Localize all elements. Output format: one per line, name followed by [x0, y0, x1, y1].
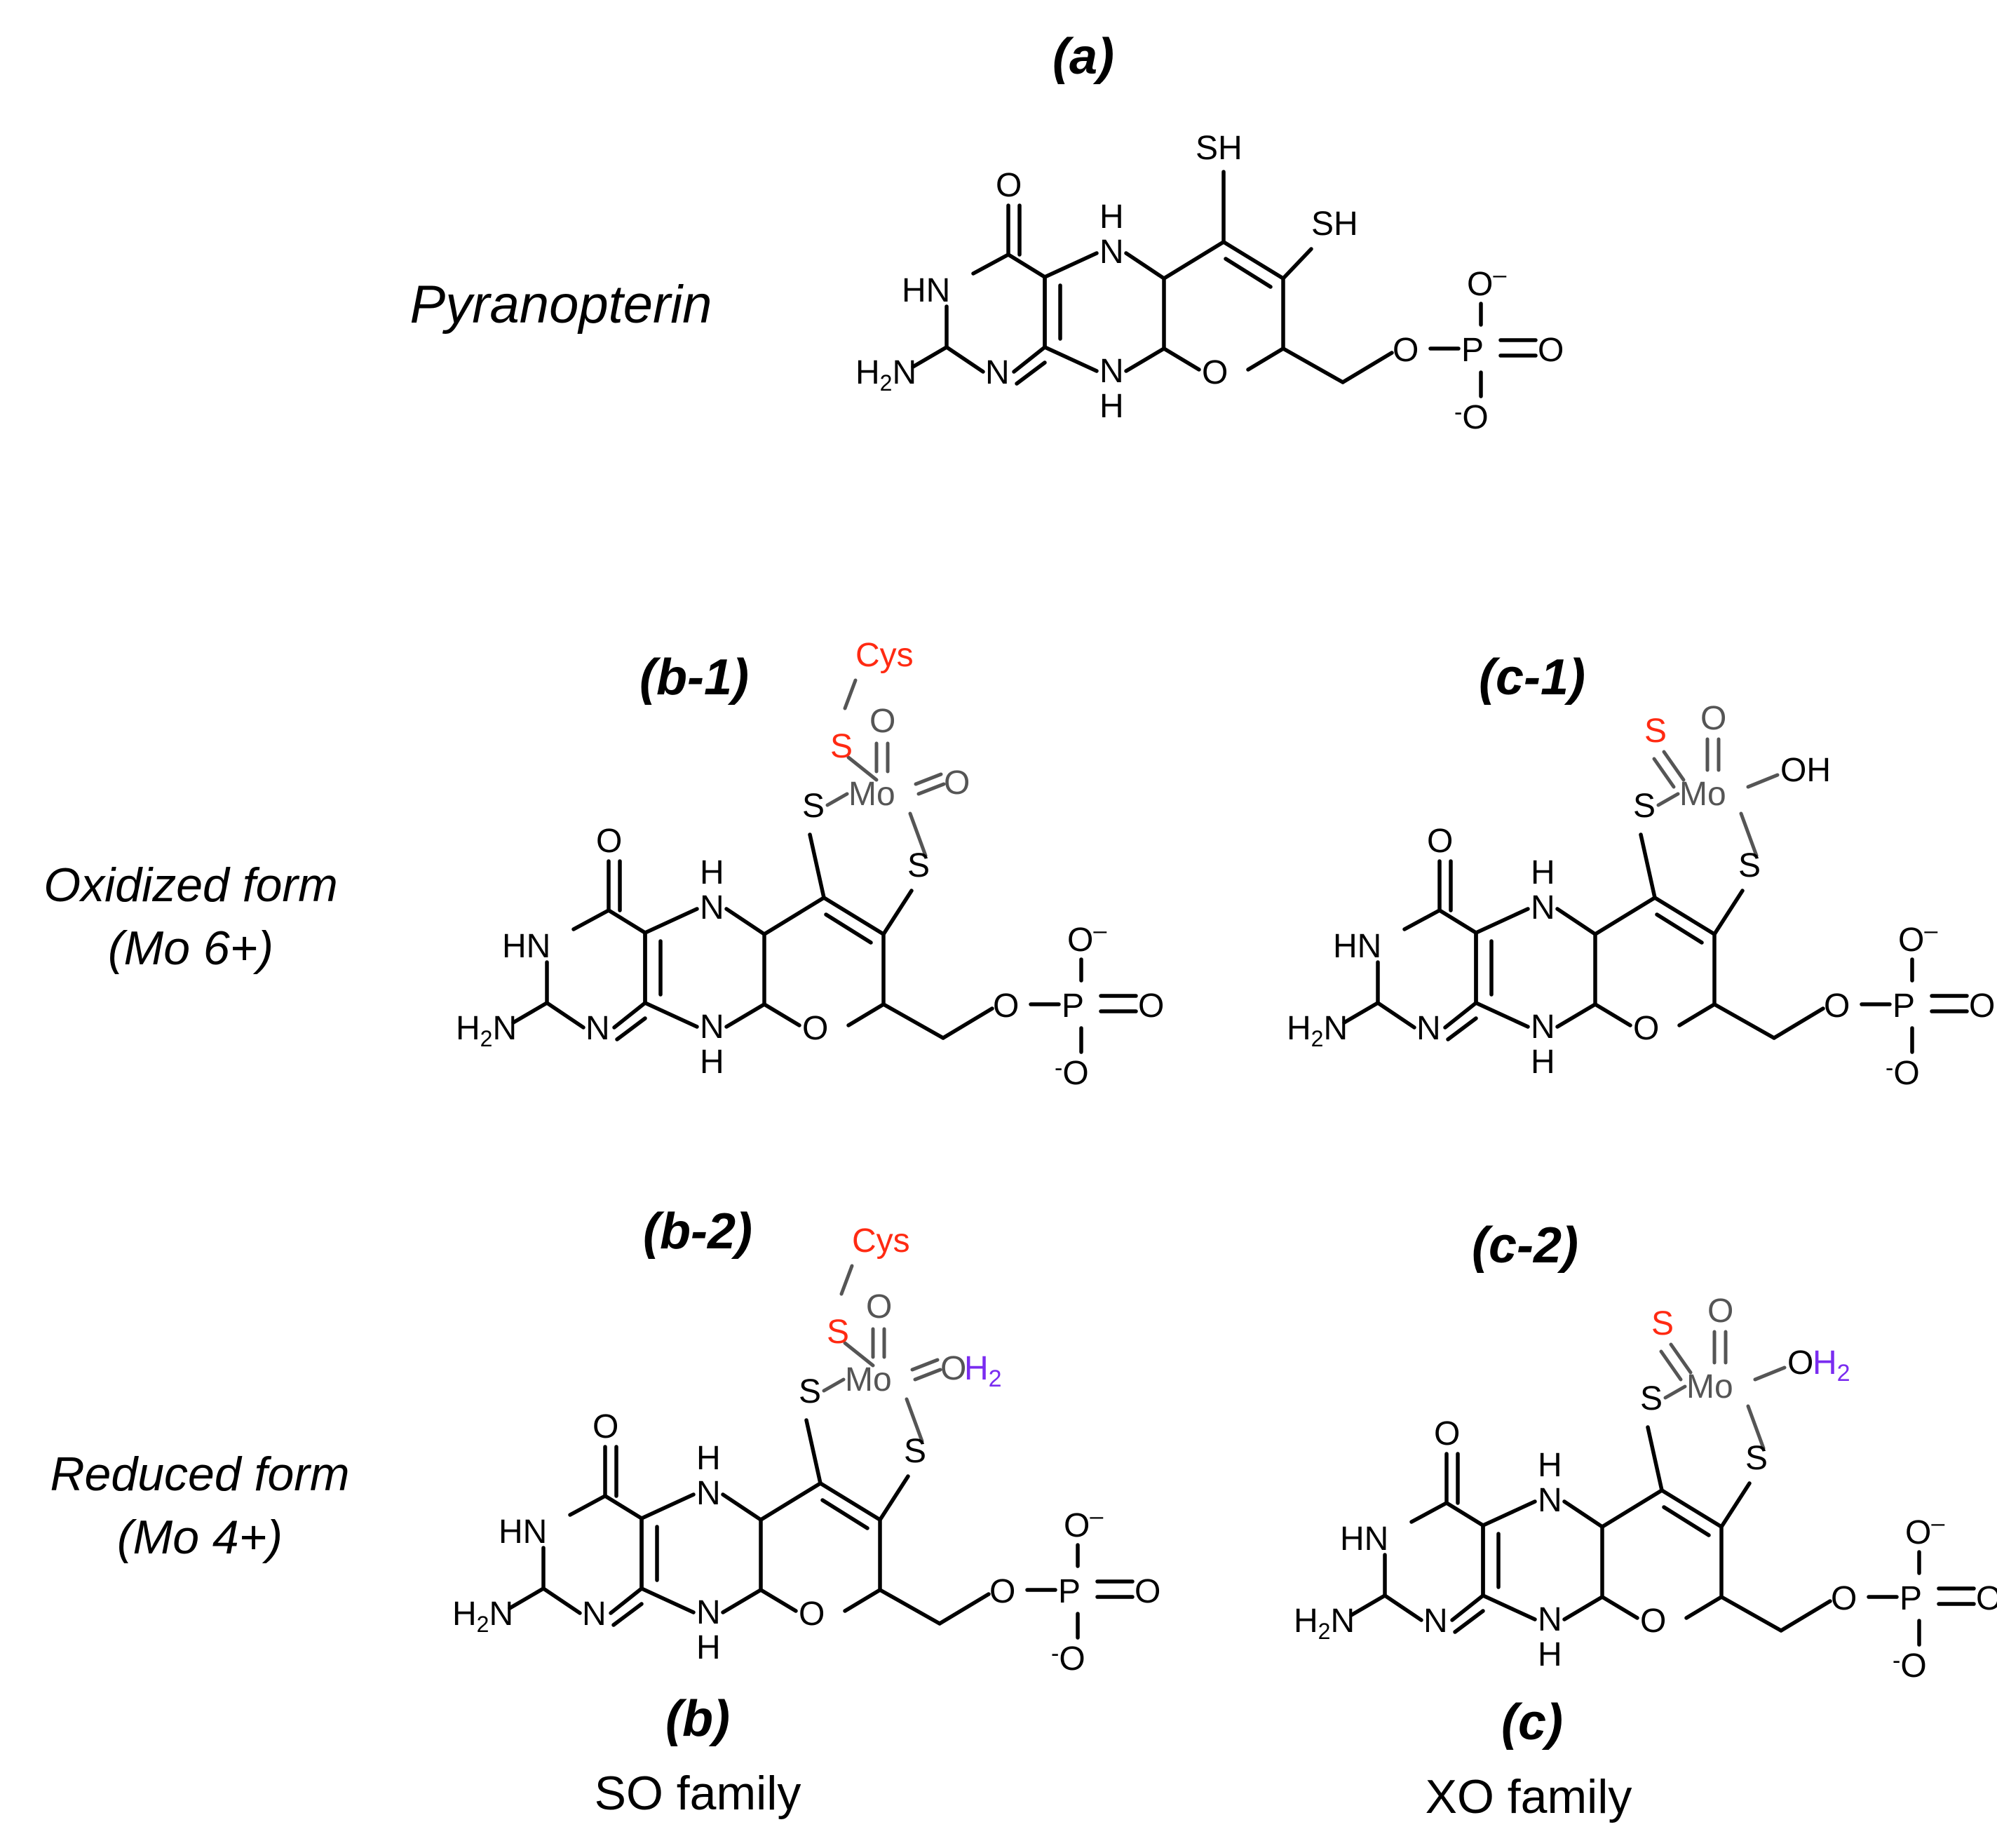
compound-name: Pyranopterin: [410, 275, 712, 335]
so-reduced-structure: S Cys O O H2: [452, 1222, 1160, 1678]
xo-reduced-structure: S O O H2: [1294, 1293, 1997, 1685]
cysteine-sulfur: S: [827, 1314, 849, 1351]
so-family-label: SO family: [595, 1767, 801, 1820]
aqua-ligand-h2: H2: [964, 1350, 1002, 1392]
cysteine-label: Cys: [852, 1222, 910, 1260]
aqua-ligand-oxygen: O: [940, 1350, 966, 1387]
xo-family-label: XO family: [1426, 1770, 1632, 1823]
sulfido-ligand: S: [1651, 1305, 1674, 1342]
oxo-ligand-top: O: [869, 703, 895, 740]
oxo-ligand-right: O: [944, 764, 970, 802]
panel-label-c1: (c-1): [1479, 649, 1585, 706]
oxidized-charge-label: (Mo 6+): [108, 922, 273, 975]
xo-oxidized-structure: S O OH: [1287, 700, 1995, 1092]
sulfido-ligand: S: [1644, 713, 1667, 750]
aqua-ligand-oxygen: O: [1787, 1344, 1813, 1382]
cysteine-label: Cys: [855, 637, 914, 674]
panel-label-a: (a): [1052, 29, 1114, 85]
reduced-form-label: Reduced form: [50, 1448, 349, 1501]
panel-label-b2: (b-2): [643, 1203, 752, 1260]
aqua-ligand-h2: H2: [1813, 1344, 1850, 1387]
so-oxidized-structure: S Cys O O: [456, 637, 1164, 1092]
thiol-1: SH: [1196, 130, 1243, 167]
panel-label-b: (b): [665, 1691, 730, 1747]
panel-label-b1: (b-1): [639, 649, 749, 706]
panel-label-c2: (c-2): [1472, 1218, 1578, 1274]
pyranopterin-structure: SH SH: [855, 130, 1564, 436]
oxo-ligand: O: [1700, 700, 1726, 737]
reduced-charge-label: (Mo 4+): [117, 1511, 283, 1564]
thiol-2: SH: [1311, 205, 1358, 243]
cysteine-sulfur: S: [830, 728, 853, 765]
oxo-ligand-top: O: [866, 1288, 892, 1326]
oxidized-form-label: Oxidized form: [43, 858, 337, 912]
hydroxo-ligand: OH: [1780, 752, 1831, 789]
oxo-ligand: O: [1707, 1293, 1733, 1330]
panel-label-c: (c): [1501, 1694, 1563, 1751]
